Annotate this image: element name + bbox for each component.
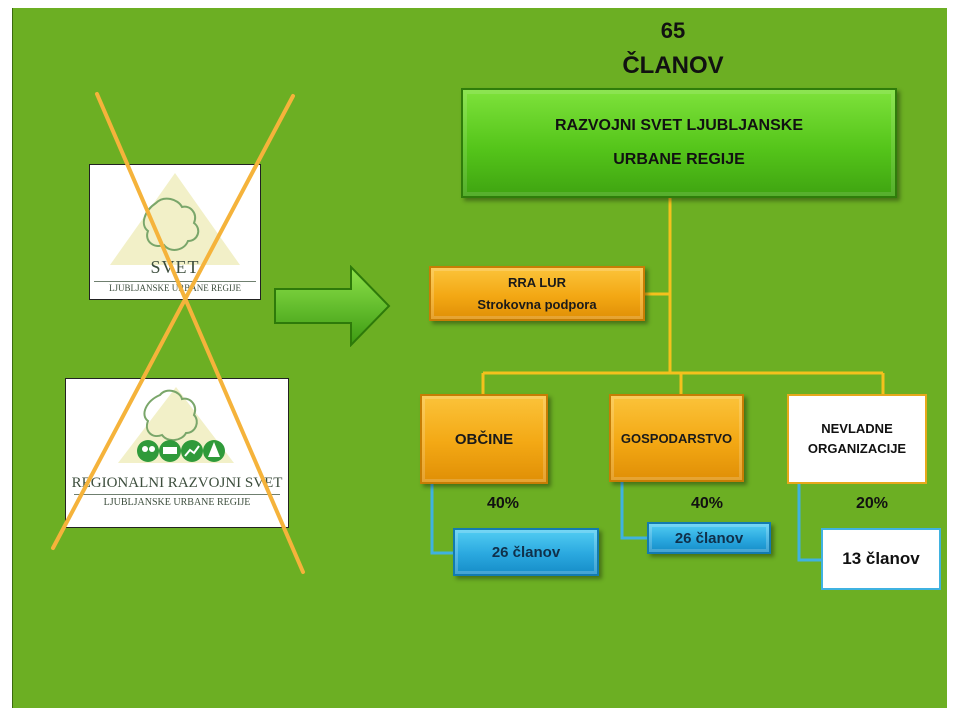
- percent-nevladne: 20%: [856, 495, 889, 512]
- group-box-nevladne: NEVLADNE ORGANIZACIJE: [787, 394, 927, 484]
- region-logo-icon: [118, 387, 234, 463]
- members-obcine: 26 članov: [491, 543, 561, 561]
- support-line1: RRA LUR: [507, 274, 566, 290]
- member-connectors: [430, 482, 821, 562]
- percent-gospodarstvo: 40%: [691, 495, 724, 512]
- connector-nevladne-members: [797, 484, 821, 562]
- support-line2: Strokovna podpora: [477, 296, 597, 312]
- group-label-nevladne-line1: NEVLADNE: [821, 421, 893, 436]
- top-council-line2: URBANE REGIJE: [613, 151, 745, 168]
- group-box-gospodarstvo: GOSPODARSTVO: [609, 394, 744, 482]
- percent-obcine: 40%: [487, 495, 520, 512]
- diagram-slide: 65 ČLANOV RAZVOJNI SVET LJUBLJANSKE URBA…: [12, 8, 947, 708]
- group-label-nevladne-line2: ORGANIZACIJE: [807, 441, 907, 456]
- cross-out-mark: [51, 92, 305, 574]
- connector-gospodarstvo-members: [620, 482, 647, 540]
- members-nevladne: 13 članov: [842, 549, 920, 568]
- old-logo-svet-title: SVET: [150, 257, 200, 277]
- old-logo-rrs-heading: REGIONALNI RAZVOJNI SVET: [71, 475, 283, 491]
- members-box-obcine: 26 članov: [453, 528, 599, 576]
- old-logo-svet-subtitle: LJUBLJANSKE URBANE REGIJE: [108, 283, 241, 293]
- old-logo-svet-divider: [94, 281, 256, 282]
- members-box-nevladne: 13 članov: [821, 528, 941, 590]
- old-logo-rrs-subtitle: LJUBLJANSKE URBANE REGIJE: [103, 497, 251, 508]
- region-map-icon: [110, 173, 240, 265]
- connector-lines: [430, 198, 885, 562]
- member-count-unit: ČLANOV: [622, 52, 724, 79]
- members-box-gospodarstvo: 26 članov: [647, 522, 771, 554]
- group-label-obcine: OBČINE: [454, 430, 514, 448]
- members-gospodarstvo: 26 članov: [674, 529, 744, 547]
- hierarchy-connectors: [481, 198, 885, 394]
- group-label-gospodarstvo: GOSPODARSTVO: [620, 430, 733, 446]
- support-box: RRA LUR Strokovna podpora: [429, 266, 645, 321]
- group-box-obcine: OBČINE: [420, 394, 548, 484]
- top-council-box: RAZVOJNI SVET LJUBLJANSKE URBANE REGIJE: [461, 88, 897, 198]
- connector-obcine-members: [430, 484, 453, 555]
- old-logo-rrs-divider: [74, 494, 280, 495]
- top-council-line1: RAZVOJNI SVET LJUBLJANSKE: [554, 117, 804, 134]
- arrow-icon: [274, 265, 391, 347]
- member-count: 65: [660, 18, 686, 43]
